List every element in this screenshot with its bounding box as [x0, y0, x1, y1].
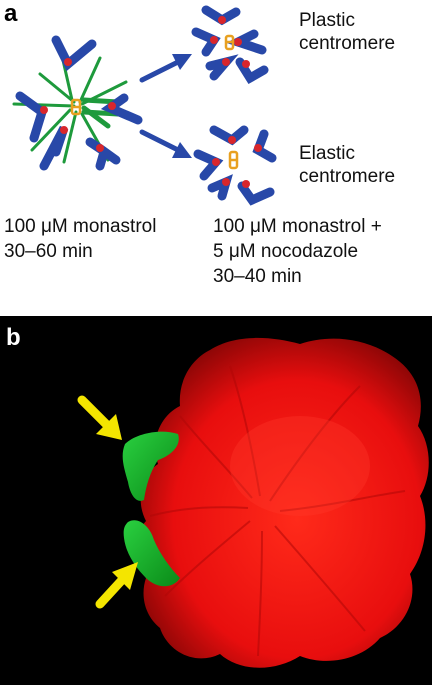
arrow-to-elastic — [139, 129, 192, 158]
panel-a-diagram — [12, 5, 277, 206]
red-surface — [135, 337, 429, 668]
condition-left-line-2: 30–60 min — [4, 241, 93, 262]
plastic-label-line-2: centromere — [299, 33, 396, 54]
elastic-centromere-cell — [193, 125, 277, 206]
centromere-orange-left — [70, 98, 82, 116]
panel-a-letter: a — [4, 0, 18, 27]
panel-b: b — [0, 316, 432, 685]
condition-right-line-2: 5 μM nocodazole — [213, 241, 359, 262]
condition-left: 100 μM monastrol 30–60 min — [4, 214, 156, 264]
panel-b-render — [77, 337, 429, 668]
arrow-to-plastic — [139, 54, 192, 83]
condition-right: 100 μM monastrol + 5 μM nocodazole 30–40… — [213, 214, 382, 289]
elastic-label-line-1: Elastic — [299, 143, 355, 164]
kinetochore-red-marks-left — [40, 58, 116, 152]
red-surface-folds — [149, 365, 406, 657]
plastic-label-line-1: Plastic — [299, 10, 355, 31]
red-highlight — [230, 416, 370, 516]
condition-right-line-1: 100 μM monastrol + — [213, 216, 382, 237]
plastic-centromere-cell — [191, 5, 269, 85]
spindle-microtubules — [12, 36, 128, 164]
panel-a: a — [0, 0, 432, 316]
condition-right-line-3: 30–40 min — [213, 266, 302, 287]
panel-b-letter: b — [6, 324, 21, 351]
plastic-centromere-label: Plastic centromere — [299, 9, 395, 55]
green-surface-upper — [122, 431, 179, 501]
elastic-centromere-label: Elastic centromere — [299, 142, 395, 188]
green-surface-lower — [123, 520, 180, 587]
yellow-arrow-upper — [77, 395, 122, 440]
yellow-arrow-lower — [95, 562, 138, 609]
condition-left-line-1: 100 μM monastrol — [4, 216, 157, 237]
elastic-label-line-2: centromere — [299, 166, 396, 187]
